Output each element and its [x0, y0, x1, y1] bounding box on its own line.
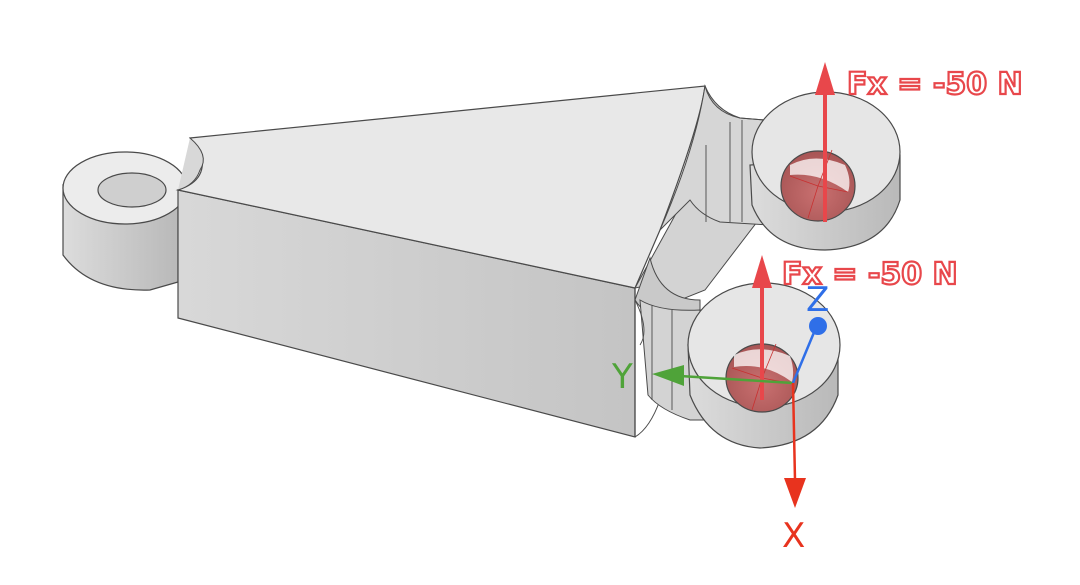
left-eyelet-hole	[97, 172, 167, 208]
left-eyelet	[62, 151, 188, 291]
load-arrow-upper[interactable]: Fx = -50 N	[815, 62, 1024, 222]
load-arrow-lower[interactable]: Fx = -50 N	[752, 255, 959, 400]
load-label-lower: Fx = -50 N	[782, 257, 958, 292]
coordinate-triad: Y Z X	[611, 280, 829, 556]
axis-z-label: Z	[806, 280, 829, 320]
load-label-upper: Fx = -50 N	[847, 67, 1023, 102]
bracket-top-face	[175, 85, 706, 289]
axis-x-label: X	[782, 516, 805, 556]
axis-y-label: Y	[611, 357, 633, 397]
